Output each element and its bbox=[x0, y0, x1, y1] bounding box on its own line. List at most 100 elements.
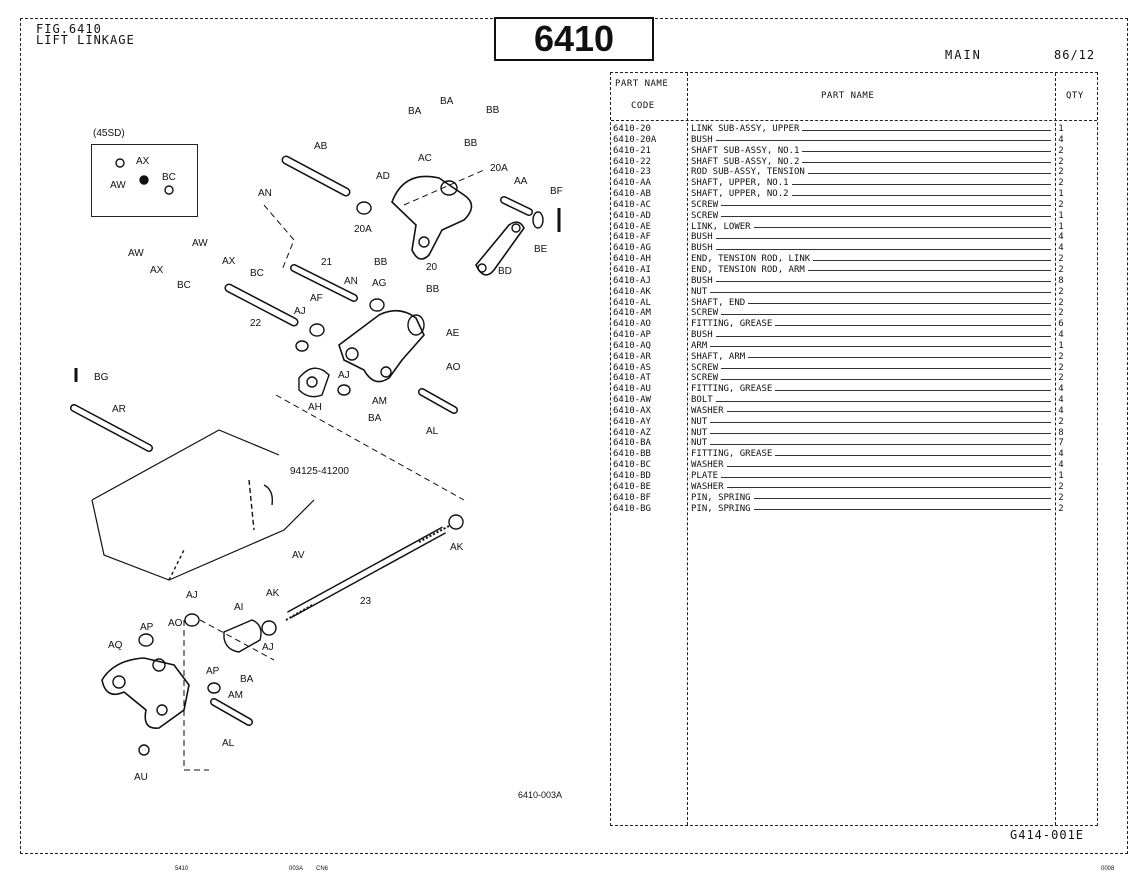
leader-line bbox=[695, 476, 1051, 478]
leader-line bbox=[695, 248, 1051, 250]
callout-ba: BA bbox=[408, 106, 422, 117]
part-qty: 1 bbox=[1058, 124, 1064, 134]
footer-right: 0008 bbox=[1101, 866, 1115, 872]
part-name: NUT bbox=[691, 286, 711, 298]
part-code: 6410-BG bbox=[613, 503, 651, 514]
leader-line bbox=[695, 324, 1051, 326]
part-code: 6410-AI bbox=[613, 264, 651, 275]
callout-be: BE bbox=[534, 244, 548, 255]
tension-rod-end-ah bbox=[298, 367, 330, 398]
col-divider-code bbox=[687, 73, 688, 825]
part-qty: 1 bbox=[1058, 189, 1064, 200]
part-qty: 2 bbox=[1058, 351, 1064, 362]
part-qty: 2 bbox=[1058, 492, 1064, 503]
header-part-name-code-line1: PART NAME bbox=[615, 79, 669, 89]
part-name: FITTING, GREASE bbox=[691, 449, 776, 461]
part-name: BUSH bbox=[691, 243, 716, 255]
callout-aj: AJ bbox=[338, 370, 350, 381]
callout-ae: AE bbox=[446, 328, 460, 339]
callout-an: AN bbox=[344, 276, 358, 287]
part-qty: 4 bbox=[1058, 460, 1064, 471]
leader-line bbox=[695, 357, 1051, 359]
callout-ao: AO bbox=[168, 618, 183, 629]
callout-ak: AK bbox=[266, 588, 280, 599]
part-code: 6410-AR bbox=[613, 351, 651, 362]
drawing-number: 6410-003A bbox=[518, 790, 563, 800]
part-code: 6410-AP bbox=[613, 330, 651, 341]
header-qty: QTY bbox=[1066, 91, 1084, 101]
part-name: NUT bbox=[691, 438, 711, 450]
part-qty: 2 bbox=[1058, 373, 1064, 384]
part-name: SCREW bbox=[691, 308, 722, 320]
leader-line bbox=[695, 335, 1051, 337]
part-qty: 2 bbox=[1058, 156, 1064, 167]
callout-ag: AG bbox=[372, 278, 387, 289]
part-name: BUSH bbox=[691, 232, 716, 244]
part-name: ROD SUB-ASSY, TENSION bbox=[691, 167, 808, 179]
leader-line bbox=[695, 378, 1051, 380]
leader-line bbox=[695, 422, 1051, 424]
leader-line bbox=[695, 368, 1051, 370]
date-code: 86/12 bbox=[1054, 48, 1096, 62]
part-code: 6410-AM bbox=[613, 308, 651, 319]
callout-aa: AA bbox=[514, 176, 528, 187]
footer-mid1: 003A bbox=[289, 866, 304, 872]
part-code: 6410-23 bbox=[613, 167, 651, 178]
footer-mid2: CN6 bbox=[316, 866, 329, 872]
washer-be bbox=[532, 211, 544, 229]
part-code: 6410-AU bbox=[613, 384, 651, 395]
callout-ba: BA bbox=[240, 674, 254, 685]
leader-line bbox=[695, 129, 1051, 131]
figure-name: LIFT LINKAGE bbox=[36, 33, 135, 47]
part-qty: 6 bbox=[1058, 319, 1064, 330]
plate-bd bbox=[475, 221, 525, 276]
part-qty: 1 bbox=[1058, 340, 1064, 351]
part-qty: 4 bbox=[1058, 330, 1064, 341]
part-qty: 2 bbox=[1058, 199, 1064, 210]
tension-rod-23 bbox=[285, 525, 450, 621]
part-code: 6410-AY bbox=[613, 416, 651, 427]
header-part-name: PART NAME bbox=[821, 91, 875, 101]
part-name: SHAFT SUB-ASSY, NO.2 bbox=[691, 156, 803, 168]
part-qty: 8 bbox=[1058, 427, 1064, 438]
leader-line bbox=[695, 281, 1051, 283]
bush-ap bbox=[138, 633, 154, 647]
bush-aj-upper bbox=[295, 340, 309, 352]
callout-22: 22 bbox=[250, 318, 262, 329]
section-number-box: 6410 bbox=[494, 17, 654, 61]
leader-line bbox=[695, 400, 1051, 402]
part-code: 6410-21 bbox=[613, 145, 651, 156]
document-code: G414-001E bbox=[1010, 828, 1085, 842]
bush-ag bbox=[369, 298, 385, 312]
part-code: 6410-AS bbox=[613, 362, 651, 373]
part-qty: 1 bbox=[1058, 221, 1064, 232]
callout-af: AF bbox=[310, 293, 323, 304]
reference-part-number: 94125-41200 bbox=[290, 466, 349, 477]
part-code: 6410-AL bbox=[613, 297, 651, 308]
callout-ar: AR bbox=[112, 404, 126, 415]
part-code: 6410-AK bbox=[613, 286, 651, 297]
callout-20a: 20A bbox=[490, 163, 508, 174]
callout-23: 23 bbox=[360, 596, 372, 607]
leader-line bbox=[695, 346, 1051, 348]
callout-aw-inset: AW bbox=[110, 180, 126, 191]
part-qty: 4 bbox=[1058, 384, 1064, 395]
part-code: 6410-AG bbox=[613, 243, 651, 254]
leader-line bbox=[695, 292, 1051, 294]
part-code: 6410-BA bbox=[613, 438, 651, 449]
leader-line bbox=[695, 205, 1051, 207]
part-code: 6410-AF bbox=[613, 232, 651, 243]
part-name: NUT bbox=[691, 427, 711, 439]
